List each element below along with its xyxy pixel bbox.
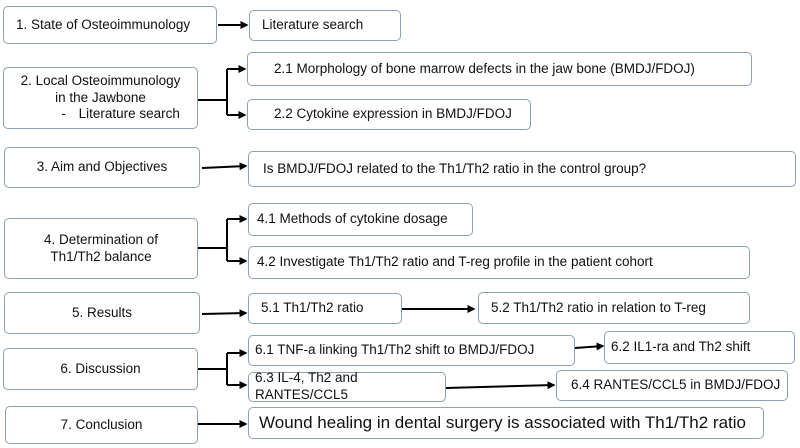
node-7-conclusion: 7. Conclusion bbox=[5, 406, 198, 444]
node-4-line2: Th1/Th2 balance bbox=[50, 248, 152, 264]
node-2-2-label: 2.2 Cytokine expression in BMDJ/FDOJ bbox=[274, 106, 512, 122]
node-6-3-il-4: 6.3 IL-4, Th2 and RANTES/CCL5 bbox=[248, 370, 446, 402]
node-4-determination-th1-th2: 4. Determination of Th1/Th2 balance bbox=[4, 218, 198, 279]
node-1a-label: Literature search bbox=[262, 17, 364, 33]
node-2-line1: 2. Local Osteoimmunology bbox=[20, 72, 181, 88]
node-6-label: 6. Discussion bbox=[60, 360, 141, 376]
node-5-label: 5. Results bbox=[71, 304, 133, 320]
node-2-local-osteoimmunology: 2. Local Osteoimmunology in the Jawbone … bbox=[3, 67, 198, 129]
node-6-1-label: 6.1 TNF-a linking Th1/Th2 shift to BMDJ/… bbox=[255, 342, 535, 358]
node-7a-label: Wound healing in dental surgery is assoc… bbox=[259, 413, 746, 433]
node-3a-research-question: Is BMDJ/FDOJ related to the Th1/Th2 rati… bbox=[248, 151, 796, 187]
node-4-2-label: 4.2 Investigate Th1/Th2 ratio and T-reg … bbox=[257, 254, 653, 270]
arrow-6-3-to-6-4 bbox=[445, 381, 556, 390]
node-3-label: 3. Aim and Objectives bbox=[36, 159, 168, 175]
node-2-line3: Literature search bbox=[78, 106, 180, 122]
node-1a-literature-search: Literature search bbox=[249, 10, 401, 41]
node-2-1-label: 2.1 Morphology of bone marrow defects in… bbox=[274, 60, 695, 76]
node-6-4-rantes: 6.4 RANTES/CCL5 in BMDJ/FDOJ bbox=[556, 370, 788, 401]
node-6-3-label: 6.3 IL-4, Th2 and RANTES/CCL5 bbox=[255, 370, 358, 402]
node-7-label: 7. Conclusion bbox=[60, 416, 143, 432]
node-5-1-th1-th2-ratio: 5.1 Th1/Th2 ratio bbox=[248, 293, 402, 324]
node-2-2-cytokine-expression: 2.2 Cytokine expression in BMDJ/FDOJ bbox=[247, 99, 531, 130]
node-5-results: 5. Results bbox=[4, 292, 200, 334]
node-5-2-label: 5.2 Th1/Th2 ratio in relation to T-reg bbox=[491, 299, 706, 315]
node-2-line2: in the Jawbone bbox=[55, 89, 146, 105]
node-7a-wound-healing: Wound healing in dental surgery is assoc… bbox=[248, 407, 764, 439]
node-1-label: 1. State of Osteoimmunology bbox=[16, 16, 191, 32]
node-4-line1: 4. Determination of bbox=[43, 231, 159, 247]
node-6-1-tnf-a: 6.1 TNF-a linking Th1/Th2 shift to BMDJ/… bbox=[248, 335, 575, 366]
node-4-1-label: 4.1 Methods of cytokine dosage bbox=[257, 211, 448, 227]
node-3a-label: Is BMDJ/FDOJ related to the Th1/Th2 rati… bbox=[263, 160, 647, 176]
node-2-dash: - bbox=[61, 106, 66, 122]
node-1-state-of-osteoimmunology: 1. State of Osteoimmunology bbox=[3, 6, 217, 44]
node-2-1-morphology: 2.1 Morphology of bone marrow defects in… bbox=[247, 52, 752, 86]
node-6-4-label: 6.4 RANTES/CCL5 in BMDJ/FDOJ bbox=[571, 377, 781, 393]
arrow-3-to-3a bbox=[201, 162, 248, 171]
node-6-discussion: 6. Discussion bbox=[3, 348, 198, 390]
node-3-aim-and-objectives: 3. Aim and Objectives bbox=[4, 147, 200, 188]
arrow-5-to-5-1 bbox=[201, 309, 248, 318]
node-4-1-methods-cytokine-dosage: 4.1 Methods of cytokine dosage bbox=[248, 203, 473, 236]
node-4-2-investigate-ratio: 4.2 Investigate Th1/Th2 ratio and T-reg … bbox=[248, 246, 750, 279]
node-6-2-label: 6.2 IL1-ra and Th2 shift bbox=[611, 339, 751, 355]
node-6-2-il1-ra: 6.2 IL1-ra and Th2 shift bbox=[604, 331, 795, 364]
node-5-1-label: 5.1 Th1/Th2 ratio bbox=[261, 300, 364, 316]
node-5-2-ratio-t-reg: 5.2 Th1/Th2 ratio in relation to T-reg bbox=[478, 292, 750, 324]
arrow-6-1-to-6-2 bbox=[574, 342, 605, 351]
